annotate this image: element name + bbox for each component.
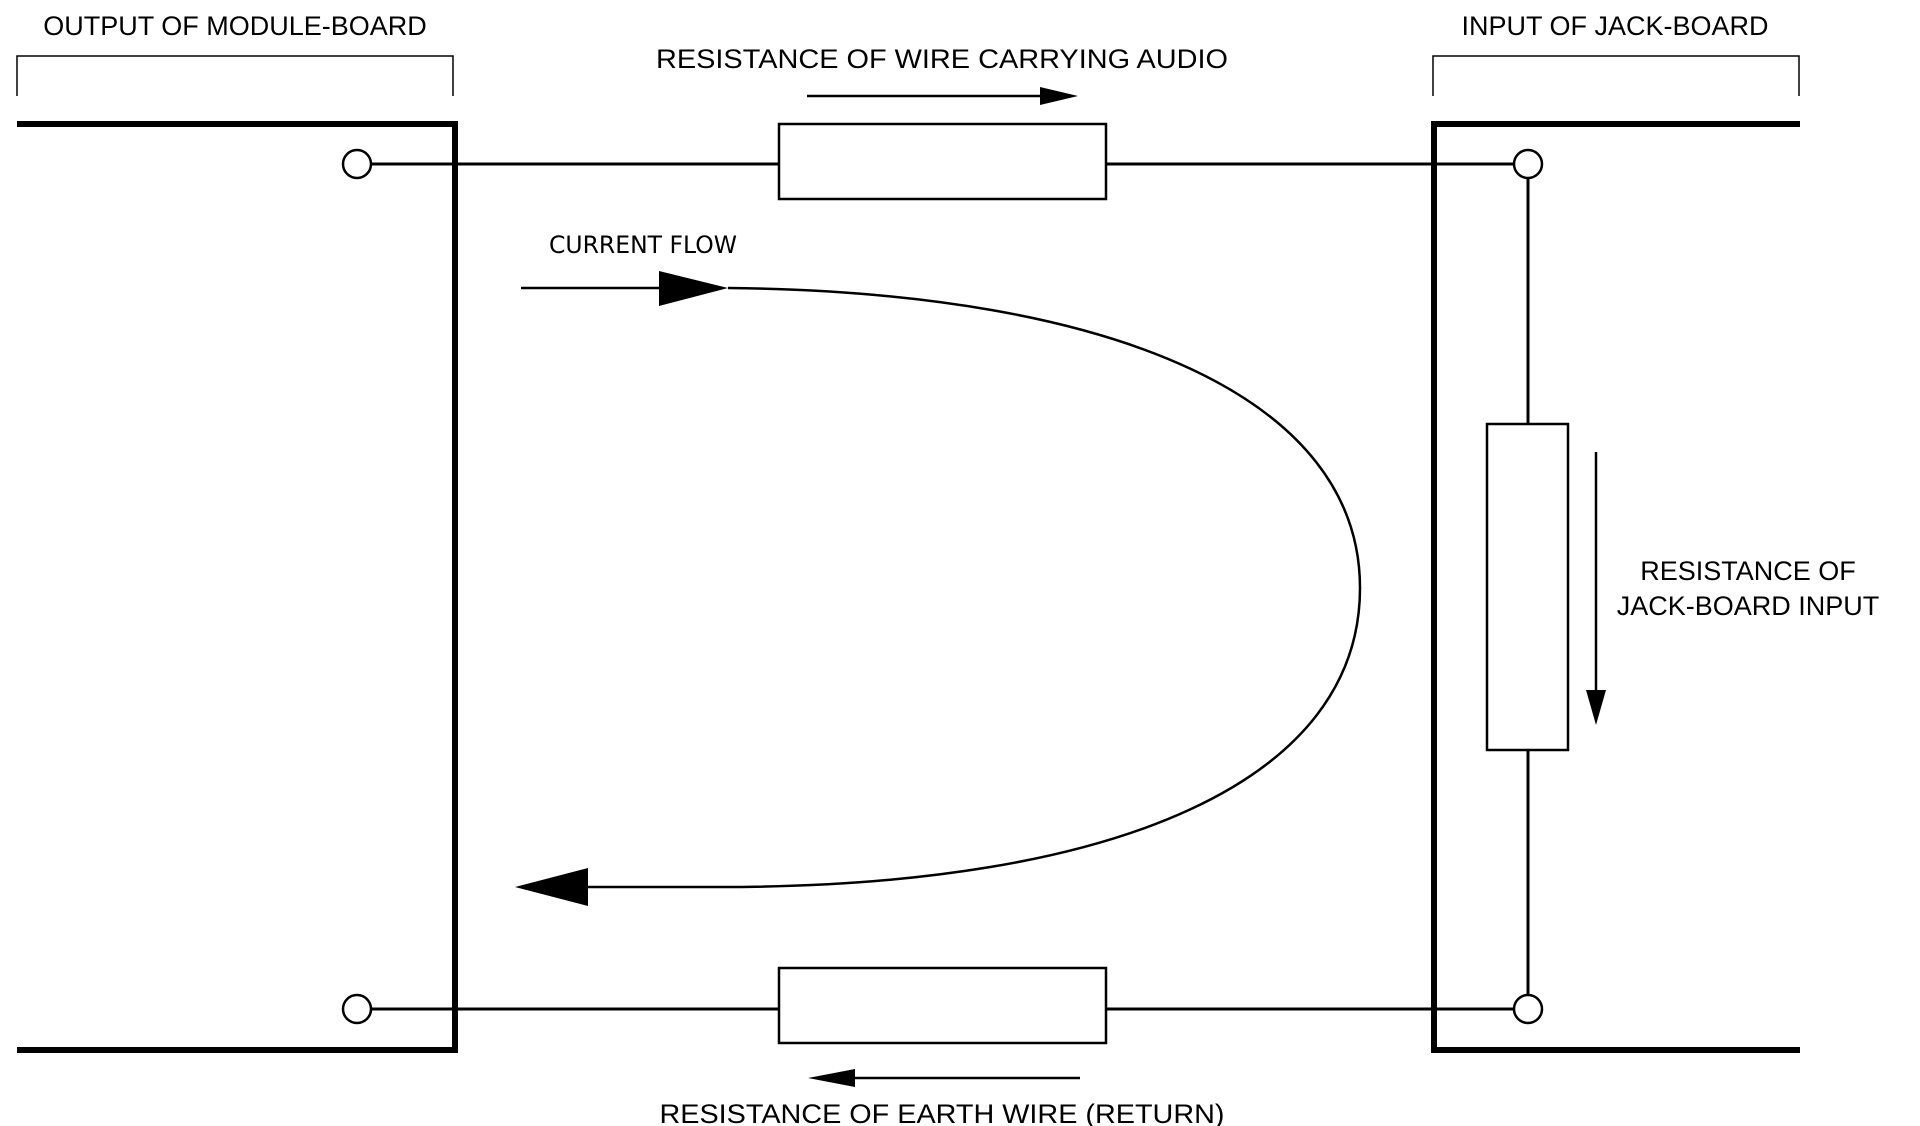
audio-wire-label: RESISTANCE OF WIRE CARRYING AUDIO xyxy=(656,44,1228,74)
current-flow-label: CURRENT FLOW xyxy=(549,231,737,259)
jack-input-arrow-down-icon xyxy=(1586,452,1606,725)
jack-input-label-line1: RESISTANCE OF xyxy=(1640,556,1856,586)
module-board-bracket xyxy=(16,55,454,96)
current-flow-arrow-left-icon xyxy=(515,868,588,906)
module-output-signal-terminal xyxy=(341,148,373,180)
audio-wire-arrow-right-icon xyxy=(807,87,1078,105)
jack-board-outline xyxy=(1431,121,1800,1053)
audio-wire-resistor xyxy=(777,122,1108,201)
module-board-label: OUTPUT OF MODULE-BOARD xyxy=(43,11,427,41)
earth-wire-arrow-left-icon xyxy=(808,1069,1080,1087)
jack-board-label: INPUT OF JACK-BOARD xyxy=(1461,11,1768,41)
module-board-outline xyxy=(17,121,458,1053)
jack-input-resistor xyxy=(1485,422,1570,752)
jack-input-label-line2: JACK-BOARD INPUT xyxy=(1617,591,1880,621)
jack-input-ground-terminal xyxy=(1512,993,1544,1025)
current-flow-loop xyxy=(515,271,1362,906)
jack-board-bracket xyxy=(1432,55,1800,96)
jack-input-signal-terminal xyxy=(1512,148,1544,180)
earth-wire-resistor xyxy=(777,966,1108,1045)
module-output-ground-terminal xyxy=(341,993,373,1025)
earth-wire-label: RESISTANCE OF EARTH WIRE (RETURN) xyxy=(660,1099,1225,1126)
current-flow-arrow-right-icon xyxy=(659,271,728,306)
